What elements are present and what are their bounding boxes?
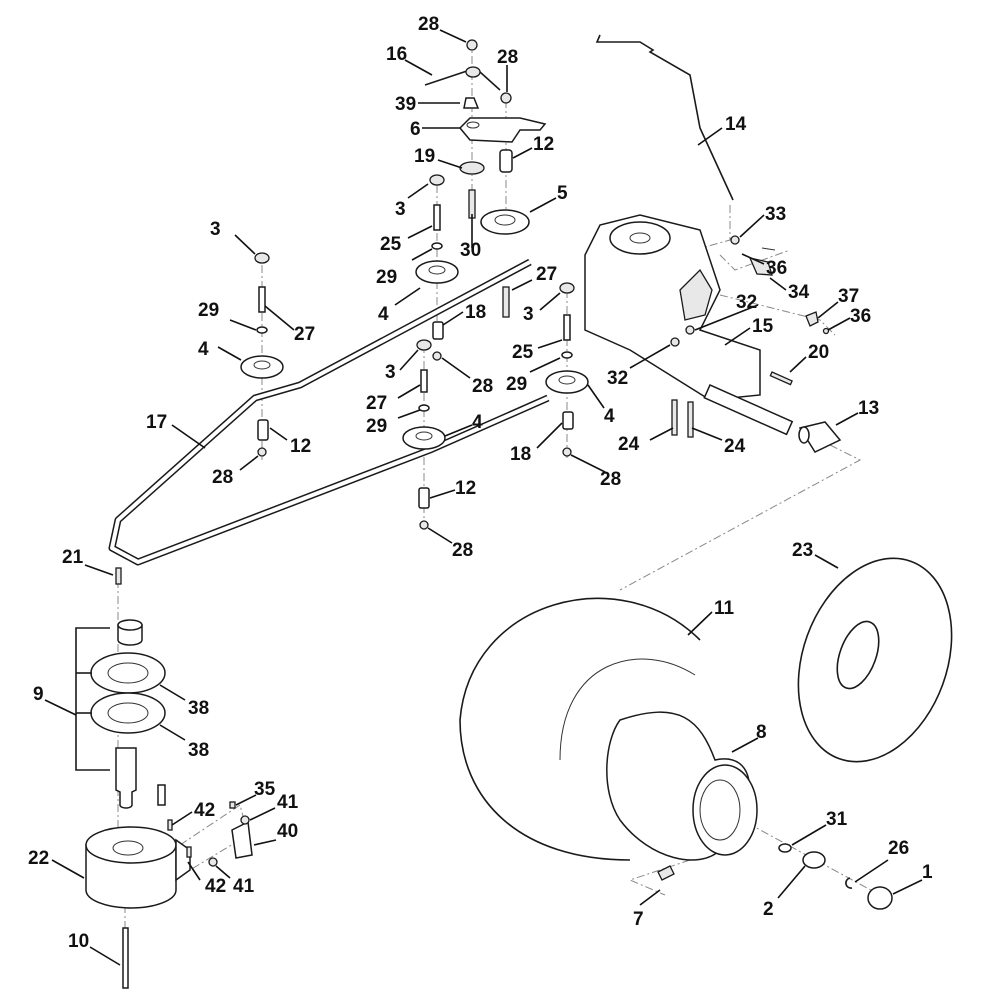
callout-4: 4 [604,406,615,427]
callout-18: 18 [465,302,486,323]
callout-30: 30 [460,240,481,261]
callout-6: 6 [410,119,421,140]
pulley-part [402,426,446,450]
pulley-part [545,370,589,394]
spring-part [424,69,501,91]
callout-16: 16 [386,44,407,65]
callout-24: 24 [724,436,746,457]
pulleys [240,209,589,450]
callout-4: 4 [198,339,209,360]
callout-3: 3 [385,362,396,383]
hardware [254,174,575,530]
hole [466,121,480,129]
callout-29: 29 [506,374,527,395]
callout-21: 21 [62,547,84,568]
callout-27: 27 [366,393,387,414]
callout-5: 5 [557,183,568,204]
callout-32: 32 [736,292,757,313]
callout-27: 27 [294,324,315,345]
callout-32: 32 [607,368,628,389]
callout-7: 7 [633,909,644,930]
washer-part [459,161,485,175]
callout-28: 28 [212,467,233,488]
callout-39: 39 [395,94,416,115]
bushing-part [463,97,480,109]
shift-rod-part [595,34,734,201]
callout-12: 12 [455,478,476,499]
callout-31: 31 [826,809,848,830]
callout-42: 42 [194,800,215,821]
idler-bracket-assembly [424,39,547,219]
callout-17: 17 [146,412,167,433]
callout-8: 8 [756,722,767,743]
callout-12: 12 [533,134,554,155]
callout-3: 3 [395,199,406,220]
callout-38: 38 [188,740,209,761]
callout-36: 36 [850,306,871,327]
callout-13: 13 [858,398,879,419]
callout-29: 29 [198,300,219,321]
callout-37: 37 [838,286,859,307]
axis-line [628,859,691,896]
callout-25: 25 [512,342,534,363]
callout-25: 25 [380,234,402,255]
callout-10: 10 [68,931,89,952]
callout-4: 4 [378,304,389,325]
callout-36: 36 [766,258,787,279]
callout-28: 28 [452,540,473,561]
callout-24: 24 [618,434,640,455]
callout-29: 29 [366,416,387,437]
callout-19: 19 [414,146,435,167]
callout-42: 42 [205,876,226,897]
axis-line [719,294,836,336]
nut-part [466,39,478,51]
callout-28: 28 [497,47,518,68]
callout-labels: 28 16 28 39 6 19 12 14 5 3 3 25 30 33 29… [28,14,933,952]
callout-9: 9 [33,684,44,705]
callout-12: 12 [290,436,311,457]
spacer-part [499,149,513,173]
callout-22: 22 [28,848,49,869]
leader-lines [44,29,923,966]
idler-arm-part [458,117,547,143]
callout-15: 15 [752,316,774,337]
callout-40: 40 [277,821,298,842]
callout-28: 28 [418,14,439,35]
callout-41: 41 [233,876,255,897]
pulley-part [415,260,459,284]
bolt-part [468,189,476,219]
drive-belt [108,258,550,566]
callout-23: 23 [792,540,813,561]
transaxle-part [584,214,842,453]
callout-38: 38 [188,698,209,719]
callout-33: 33 [765,204,786,225]
axis-line [719,249,791,271]
callout-20: 20 [808,342,829,363]
callout-18: 18 [510,444,531,465]
callout-11: 11 [714,598,735,619]
spring-coil [465,66,481,78]
callout-41: 41 [277,792,299,813]
callout-34: 34 [788,282,810,303]
clutch-assembly [75,567,253,989]
callout-27: 27 [536,264,557,285]
wheel-assembly [459,557,953,910]
callout-2: 2 [763,899,774,920]
callout-28: 28 [600,469,621,490]
callout-3: 3 [523,304,534,325]
callout-29: 29 [376,267,397,288]
callout-14: 14 [725,114,747,135]
nut-part [500,92,512,104]
callout-26: 26 [888,838,909,859]
callout-35: 35 [254,779,276,800]
callout-1: 1 [922,862,933,883]
axis-line [619,444,862,591]
callout-4: 4 [472,412,483,433]
callout-28: 28 [472,376,493,397]
pulley-part [240,355,284,379]
callout-3: 3 [210,219,221,240]
pulley-part [480,209,530,235]
